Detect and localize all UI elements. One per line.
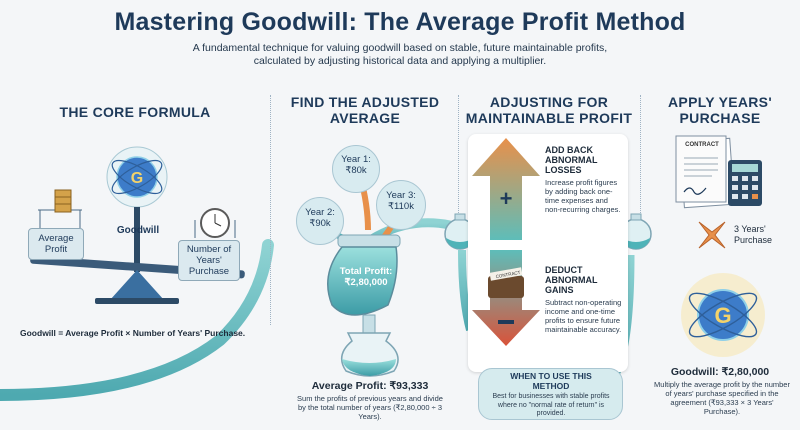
- down-arrow-minus-icon: [472, 250, 540, 346]
- goodwill-result: Goodwill: ₹2,80,000: [670, 366, 770, 378]
- page-subtitle: A fundamental technique for valuing good…: [192, 42, 608, 67]
- joint-bulb-icon: [620, 213, 652, 250]
- when-to-use-card: [478, 368, 623, 420]
- year1-bubble: Year 1: ₹80k: [332, 145, 380, 193]
- up-arrow-plus-icon: +: [472, 138, 540, 240]
- year2-bubble: Year 2: ₹90k: [296, 197, 344, 245]
- section-divider: [270, 95, 271, 325]
- core-formula-title: THE CORE FORMULA: [59, 104, 211, 120]
- page-title: Mastering Goodwill: The Average Profit M…: [114, 8, 686, 36]
- when-to-use-text: Best for businesses with stable profits …: [492, 393, 610, 417]
- contract-header: CONTRACT: [685, 142, 719, 148]
- multiply-icon: [698, 221, 726, 249]
- section-divider: [458, 95, 459, 215]
- goodwill-label: Goodwill: [116, 225, 160, 236]
- year3-bubble: Year 3: ₹110k: [376, 180, 426, 230]
- years-purchase-description: Multiply the average profit by the numbe…: [654, 380, 790, 416]
- core-formula-text: Goodwill = Average Profit × Number of Ye…: [20, 328, 246, 338]
- adjusted-average-title: FIND THE ADJUSTED AVERAGE: [290, 94, 440, 126]
- years-purchase-title: APPLY YEARS' PURCHASE: [668, 94, 772, 126]
- deduct-title: DEDUCT ABNORMAL GAINS: [545, 265, 598, 295]
- svg-text:+: +: [500, 186, 513, 211]
- maintainable-title: ADJUSTING FOR MAINTAINABLE PROFIT: [465, 94, 633, 126]
- average-profit-result: Average Profit: ₹93,333: [311, 380, 429, 392]
- add-back-title: ADD BACK ABNORMAL LOSSES: [545, 145, 598, 175]
- when-to-use-title: WHEN TO USE THIS METHOD: [510, 371, 592, 391]
- add-back-text: Increase profit figures by adding back o…: [545, 178, 621, 214]
- deduct-text: Subtract non-operating income and one-ti…: [545, 298, 622, 334]
- contract-calculator-icon: [675, 135, 762, 209]
- section-divider: [640, 95, 641, 215]
- total-profit-label: Total Profit: ₹2,80,000: [339, 266, 393, 288]
- average-description: Sum the profits of previous years and di…: [297, 394, 443, 421]
- years-purchase-multiplier: 3 Years' Purchase: [734, 224, 773, 245]
- years-purchase-pan: Number of Years' Purchase: [178, 240, 240, 281]
- svg-text:G: G: [131, 170, 143, 187]
- average-profit-pan: Average Profit: [28, 228, 84, 260]
- svg-text:G: G: [714, 303, 731, 328]
- goodwill-globe-icon: G: [681, 273, 765, 357]
